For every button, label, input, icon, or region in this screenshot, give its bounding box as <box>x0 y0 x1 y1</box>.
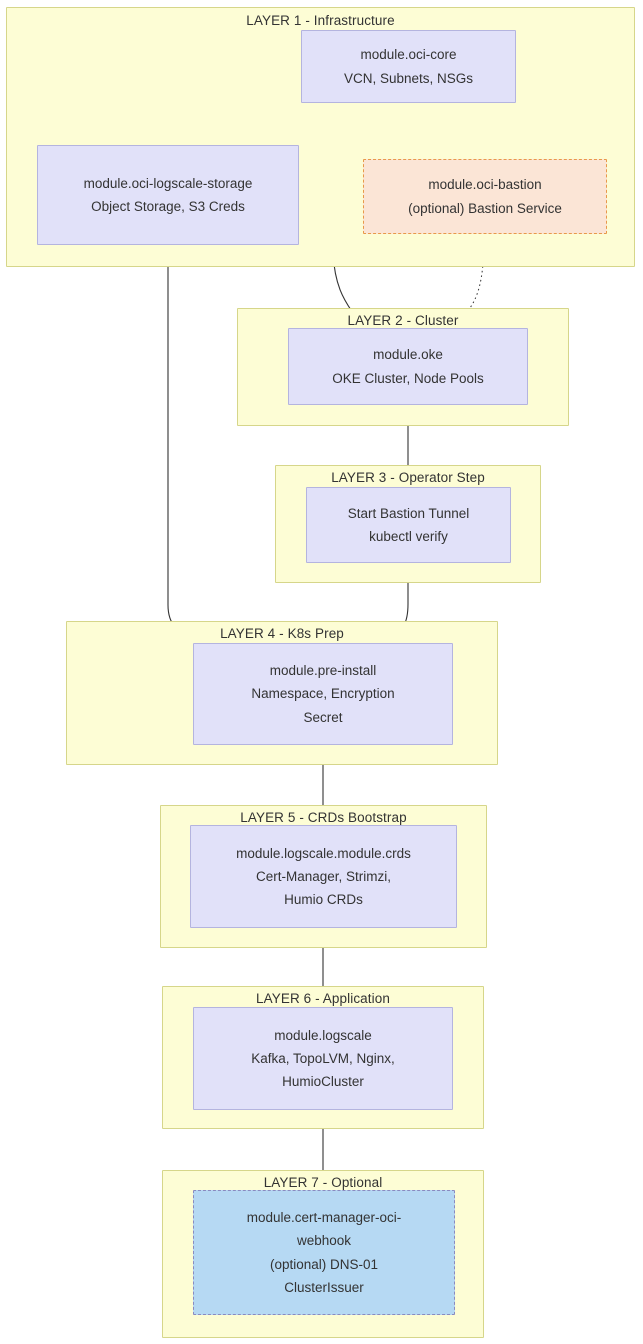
node-oci-logscale-storage-line-2: Object Storage, S3 Creds <box>91 199 245 214</box>
node-oci-core[interactable]: module.oci-core VCN, Subnets, NSGs <box>301 30 516 103</box>
node-crds-line-3: Humio CRDs <box>284 892 363 908</box>
node-pre-install-line-3: Secret <box>303 709 343 725</box>
node-logscale[interactable]: module.logscale Kafka, TopoLVM, Nginx, H… <box>193 1007 453 1110</box>
node-logscale-line-1: module.logscale <box>274 1027 372 1043</box>
layer-title-layer1: LAYER 1 - Infrastructure <box>246 13 395 28</box>
layer-title-layer5: LAYER 5 - CRDs Bootstrap <box>240 810 407 825</box>
node-oci-bastion-line-1: module.oci-bastion <box>428 177 542 193</box>
node-crds-line-2: Cert-Manager, Strimzi, <box>255 868 392 884</box>
node-cert-manager-oci-webhook-line-4: ClusterIssuer <box>284 1279 364 1295</box>
node-logscale-line-3: HumioCluster <box>282 1074 364 1090</box>
node-oci-core-line-2: VCN, Subnets, NSGs <box>343 70 474 86</box>
edge-storage-to-preinstall <box>167 245 197 641</box>
node-oci-logscale-storage[interactable]: module.oci-logscale-storage Object Stora… <box>37 145 299 245</box>
node-cert-manager-oci-webhook-line-3: (optional) DNS-01 <box>269 1256 379 1272</box>
layer-title-layer3: LAYER 3 - Operator Step <box>331 470 485 485</box>
layer-title-layer4: LAYER 4 - K8s Prep <box>220 626 344 641</box>
node-pre-install-line-1: module.pre-install <box>269 663 377 679</box>
node-pre-install[interactable]: module.pre-install Namespace, Encryption… <box>193 643 453 745</box>
node-cert-manager-oci-webhook[interactable]: module.cert-manager-oci- webhook (option… <box>193 1190 455 1315</box>
node-oci-logscale-storage-line-1: module.oci-logscale-storage <box>83 175 253 191</box>
layer-title-layer2: LAYER 2 - Cluster <box>347 313 459 328</box>
node-operator-step[interactable]: Start Bastion Tunnel kubectl verify <box>306 487 511 563</box>
node-oke-line-2: OKE Cluster, Node Pools <box>332 370 484 386</box>
node-oci-core-line-1: module.oci-core <box>360 47 457 63</box>
node-oke-line-1: module.oke <box>373 347 443 363</box>
node-cert-manager-oci-webhook-line-1: module.cert-manager-oci- <box>246 1210 402 1226</box>
node-operator-step-line-1: Start Bastion Tunnel <box>347 505 470 521</box>
layer-title-layer7: LAYER 7 - Optional <box>263 1175 383 1190</box>
node-pre-install-line-2: Namespace, Encryption <box>251 686 395 702</box>
node-crds[interactable]: module.logscale.module.crds Cert-Manager… <box>190 825 457 928</box>
node-oci-bastion[interactable]: module.oci-bastion (optional) Bastion Se… <box>363 159 607 234</box>
node-oci-bastion-line-2: (optional) Bastion Service <box>408 200 562 216</box>
node-cert-manager-oci-webhook-line-2: webhook <box>296 1233 352 1249</box>
layer-title-layer6: LAYER 6 - Application <box>256 991 390 1006</box>
node-oke[interactable]: module.oke OKE Cluster, Node Pools <box>288 328 528 405</box>
node-crds-line-1: module.logscale.module.crds <box>236 845 411 861</box>
node-operator-step-line-2: kubectl verify <box>369 529 448 544</box>
node-logscale-line-2: Kafka, TopoLVM, Nginx, <box>251 1050 395 1066</box>
